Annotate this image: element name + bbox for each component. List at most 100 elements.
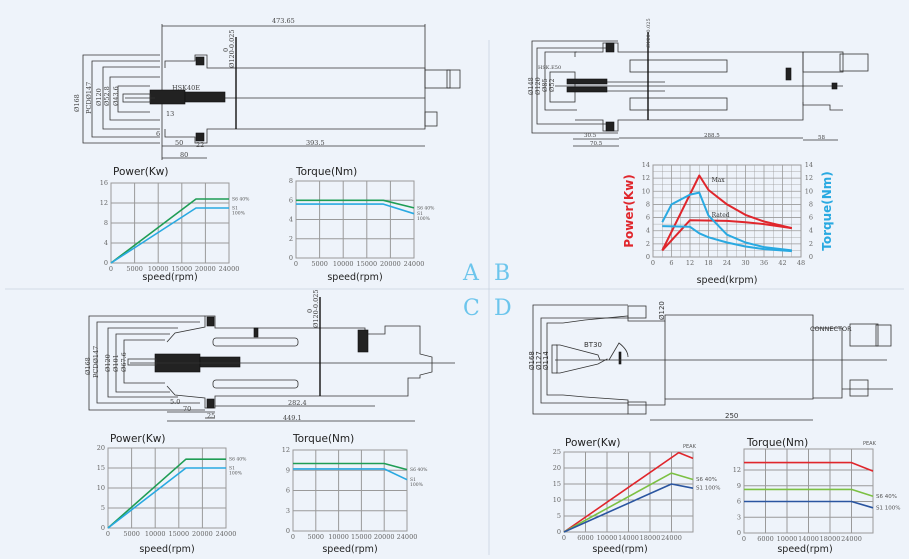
y-right-tick-label: 4 — [809, 227, 813, 235]
drawing-b-spindle: Ø148 Ø120 Ø85 Ø52 HSK.E50 Ø120-0.025 30.… — [527, 18, 869, 147]
x-tick-label: 15000 — [168, 530, 189, 538]
series-line-s6-40- — [107, 458, 226, 529]
x-axis-label: speed(rpm) — [592, 544, 647, 555]
x-tick-label: 15000 — [351, 533, 372, 541]
dim-22: 22 — [196, 141, 204, 149]
dim-58: 58 — [818, 135, 825, 141]
dim-d114: Ø114 — [542, 351, 550, 370]
plot-frame — [652, 164, 802, 258]
y-tick-label: 20 — [97, 444, 105, 452]
series-line-power-rated — [661, 219, 792, 252]
quadrant-letter-c: C — [463, 296, 480, 321]
series-line-s6-40- — [563, 472, 694, 533]
tool-holder-label: HSK.E50 — [538, 65, 561, 71]
chart-title: Torque(Nm) — [292, 433, 354, 445]
y-right-tick-label: 2 — [809, 240, 813, 248]
y-tick-label: 3 — [286, 507, 290, 515]
series-label: S6 40% — [410, 467, 428, 473]
x-tick-label: 24000 — [216, 530, 237, 538]
x-tick-label: 5000 — [311, 260, 328, 268]
y-tick-label: 8 — [289, 177, 293, 185]
x-tick-label: 30 — [741, 259, 749, 267]
x-tick-label: 0 — [294, 260, 298, 268]
drawing-a-spindle: 473.65 Ø168 PCDØ147 Ø120 Ø52.8 Ø43.6 Ø12… — [73, 17, 461, 160]
dim-449: 449.1 — [283, 414, 302, 422]
plot-frame — [743, 448, 874, 534]
dim-d52: Ø52.8 — [103, 86, 111, 106]
series-label: Rated — [712, 212, 730, 219]
series-line-s6-40- — [110, 198, 229, 264]
dim-288: 288.5 — [704, 133, 720, 139]
y-tick-label: 8 — [646, 200, 650, 208]
dim-25: 25 — [207, 412, 215, 420]
x-tick-label: 10000 — [597, 534, 618, 542]
dim-393: 393.5 — [306, 139, 325, 147]
x-tick-label: 18000 — [820, 535, 841, 543]
series-label: 100% — [229, 471, 243, 477]
y-tick-label: 9 — [286, 466, 290, 474]
series-line-peak — [744, 461, 874, 472]
x-tick-label: 24000 — [404, 260, 425, 268]
x-tick-label: 10000 — [328, 533, 349, 541]
plot-frame — [107, 447, 227, 529]
x-tick-label: 5000 — [308, 533, 325, 541]
y-axis-label-right: Torque(Nm) — [820, 171, 834, 251]
series-label: PEAK — [683, 444, 697, 450]
x-axis-label: speed(rpm) — [322, 544, 377, 555]
y-tick-label: 4 — [646, 227, 650, 235]
y-tick-label: 0 — [289, 254, 293, 262]
quadrant-letter-d: D — [494, 296, 512, 321]
dim-30: 30.5 — [584, 133, 597, 139]
y-tick-label: 12 — [282, 446, 290, 454]
dim-tol: 0 — [222, 48, 230, 52]
y-tick-label: 12 — [100, 199, 108, 207]
x-tick-label: 24000 — [219, 265, 240, 273]
x-axis-label: speed(rpm) — [327, 272, 382, 283]
tool-holder-label: HSK40E — [172, 84, 200, 92]
series-line-s1-100- — [563, 483, 694, 533]
x-tick-label: 6000 — [577, 534, 594, 542]
y-tick-label: 3 — [737, 513, 741, 521]
y-tick-label: 10 — [642, 187, 650, 195]
dim-13: 13 — [166, 110, 174, 118]
dim-d120: Ø120 — [95, 88, 103, 106]
dim-282: 282.4 — [288, 399, 307, 407]
y-tick-label: 2 — [646, 240, 650, 248]
y-tick-label: 14 — [642, 161, 650, 169]
drawing-d-spindle: Ø168 Ø127 Ø114 BT30 Ø120 250 CONNECTOR — [528, 301, 893, 421]
x-tick-label: 10000 — [145, 530, 166, 538]
dim-body-dia: Ø120-0.025 — [228, 29, 236, 68]
dim-overall-length: 473.65 — [272, 17, 295, 25]
dim-d168: Ø168 — [84, 357, 92, 375]
y-tick-label: 16 — [100, 179, 108, 187]
tool-holder-label: BT30 — [584, 341, 602, 349]
dim-pcd: PCDØ147 — [85, 82, 93, 114]
dim-70: 70 — [183, 405, 191, 413]
x-tick-label: 10000 — [148, 265, 169, 273]
x-tick-label: 0 — [109, 265, 113, 273]
x-tick-label: 10000 — [777, 535, 798, 543]
dim-pcd: PCDØ147 — [92, 346, 100, 378]
y-tick-label: 12 — [642, 174, 650, 182]
series-line-s1-100- — [110, 207, 229, 264]
x-tick-label: 6 — [669, 259, 673, 267]
x-tick-label: 14000 — [798, 535, 819, 543]
y-tick-label: 15 — [553, 480, 561, 488]
dim-d168: Ø168 — [73, 94, 81, 112]
y-tick-label: 5 — [557, 512, 561, 520]
x-tick-label: 20000 — [192, 530, 213, 538]
series-label: S6 40% — [417, 205, 435, 211]
x-tick-label: 18 — [704, 259, 712, 267]
y-axis-label-left: Power(Kw) — [622, 174, 636, 248]
plot-frame — [295, 180, 415, 259]
dim-d52: Ø52 — [548, 78, 556, 92]
dim-body-dia: Ø120 — [658, 301, 666, 320]
series-label: S6 40% — [876, 494, 897, 500]
